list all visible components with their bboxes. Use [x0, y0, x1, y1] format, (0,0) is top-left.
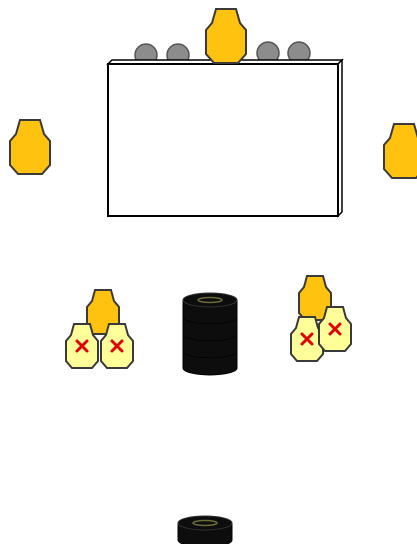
silhouette-target-icon: [10, 120, 50, 174]
barrel-rim: [183, 293, 237, 307]
silhouette-target-icon: [384, 124, 417, 178]
barrel-stack-icon: [183, 293, 237, 375]
barrel-rim: [178, 516, 232, 530]
wall-barricade-icon: [108, 60, 342, 216]
barrel-icon: [178, 516, 232, 544]
silhouette-target-icon: [206, 9, 246, 63]
